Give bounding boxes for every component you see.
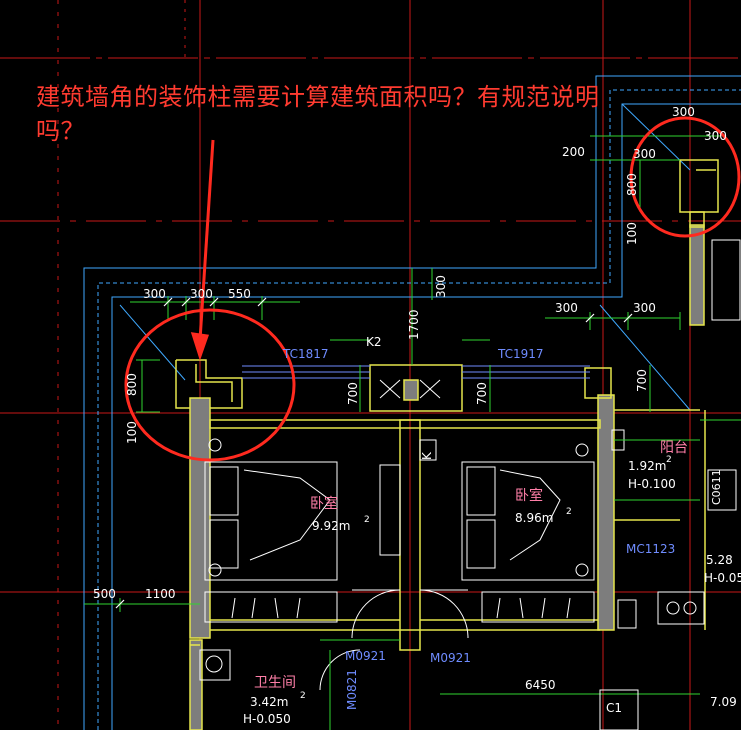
dim-bot-1100: 1100 <box>145 587 176 601</box>
outer-outline <box>83 75 741 730</box>
door-m0921-right: M0921 <box>430 651 471 665</box>
drawing-labels: TC1817 TC1917 K2 K 卧室 9.92m 2 卧室 8.96m 2… <box>243 335 741 726</box>
door-swings <box>319 439 469 691</box>
room-area-bedroom-2: 8.96m <box>515 511 553 525</box>
dim-mid-300c: 300 <box>555 301 578 315</box>
window-c1: C1 <box>606 701 622 715</box>
door-window-mc1123: MC1123 <box>626 542 675 556</box>
dim-col-300: 300 <box>633 147 656 161</box>
dimension-ticks <box>115 297 633 609</box>
dim-mid-550: 550 <box>228 287 251 301</box>
dim-col-800: 800 <box>625 173 639 196</box>
dim-v-700b: 700 <box>475 382 489 405</box>
dim-left-200: 200 <box>562 145 585 159</box>
wardrobes <box>204 591 595 623</box>
room-area-balcony: 1.92m <box>628 459 666 473</box>
dim-v-800: 800 <box>125 373 139 396</box>
dim-mid-300b: 300 <box>190 287 213 301</box>
dimension-texts: 300 300 200 300 800 100 300 300 550 300 … <box>93 105 737 709</box>
room-name-bedroom-2: 卧室 <box>515 487 543 504</box>
dim-v-1700: 1700 <box>407 309 421 340</box>
balcony-height: H-0.100 <box>628 477 676 491</box>
room-name-bedroom-1: 卧室 <box>310 495 338 512</box>
dim-bot-6450: 6450 <box>525 678 556 692</box>
dim-top-300b: 300 <box>704 129 727 143</box>
dim-top-300a: 300 <box>672 105 695 119</box>
label-k2: K2 <box>366 335 382 349</box>
dim-bot-500: 500 <box>93 587 116 601</box>
dim-mid-300d: 300 <box>633 301 656 315</box>
window-label-tc1817: TC1817 <box>282 347 329 361</box>
dim-v-700c: 700 <box>635 369 649 392</box>
door-m0921-left: M0921 <box>345 649 386 663</box>
dim-mid-300a: 300 <box>143 287 166 301</box>
room-area-sup-balcony: 2 <box>666 455 672 465</box>
right-height: H-0.05 <box>704 571 741 585</box>
dim-v-700a: 700 <box>346 382 360 405</box>
windows <box>242 365 590 379</box>
dim-right-528: 5.28 <box>706 553 733 567</box>
room-area-sup-2: 2 <box>566 507 572 517</box>
room-name-bathroom: 卫生间 <box>254 675 296 691</box>
bed-left <box>204 438 338 581</box>
annotation-question: 建筑墙角的装饰柱需要计算建筑面积吗？有规范说明 吗？ <box>36 80 646 148</box>
fixtures <box>199 239 741 730</box>
highlight-circles <box>124 116 741 462</box>
room-name-balcony: 阳台 <box>660 440 688 456</box>
circle-right-column <box>629 116 741 238</box>
dim-right-709: 7.09 <box>710 695 737 709</box>
bed-right <box>461 443 595 581</box>
door-m0821: M0821 <box>345 669 359 710</box>
side-code: C0611 <box>710 469 723 505</box>
bathroom-height: H-0.050 <box>243 712 291 726</box>
question-line-2: 吗？ <box>36 117 85 145</box>
room-area-sup-bathroom: 2 <box>300 691 306 701</box>
side-lines <box>320 419 741 730</box>
circle-left-column <box>124 308 296 462</box>
room-area-bedroom-1: 9.92m <box>312 519 350 533</box>
room-area-sup-1: 2 <box>364 515 370 525</box>
label-k: K <box>420 451 434 460</box>
dim-col-100: 100 <box>625 222 639 245</box>
room-area-bathroom: 3.42m <box>250 695 288 709</box>
dim-v-300: 300 <box>434 275 448 298</box>
dim-v-100: 100 <box>125 421 139 444</box>
annotation-arrow <box>190 139 215 361</box>
question-line-1: 建筑墙角的装饰柱需要计算建筑面积吗？有规范说明 <box>36 83 600 111</box>
window-label-tc1917: TC1917 <box>497 347 544 361</box>
wall-outlines <box>175 159 719 651</box>
dimension-lines <box>84 135 720 695</box>
